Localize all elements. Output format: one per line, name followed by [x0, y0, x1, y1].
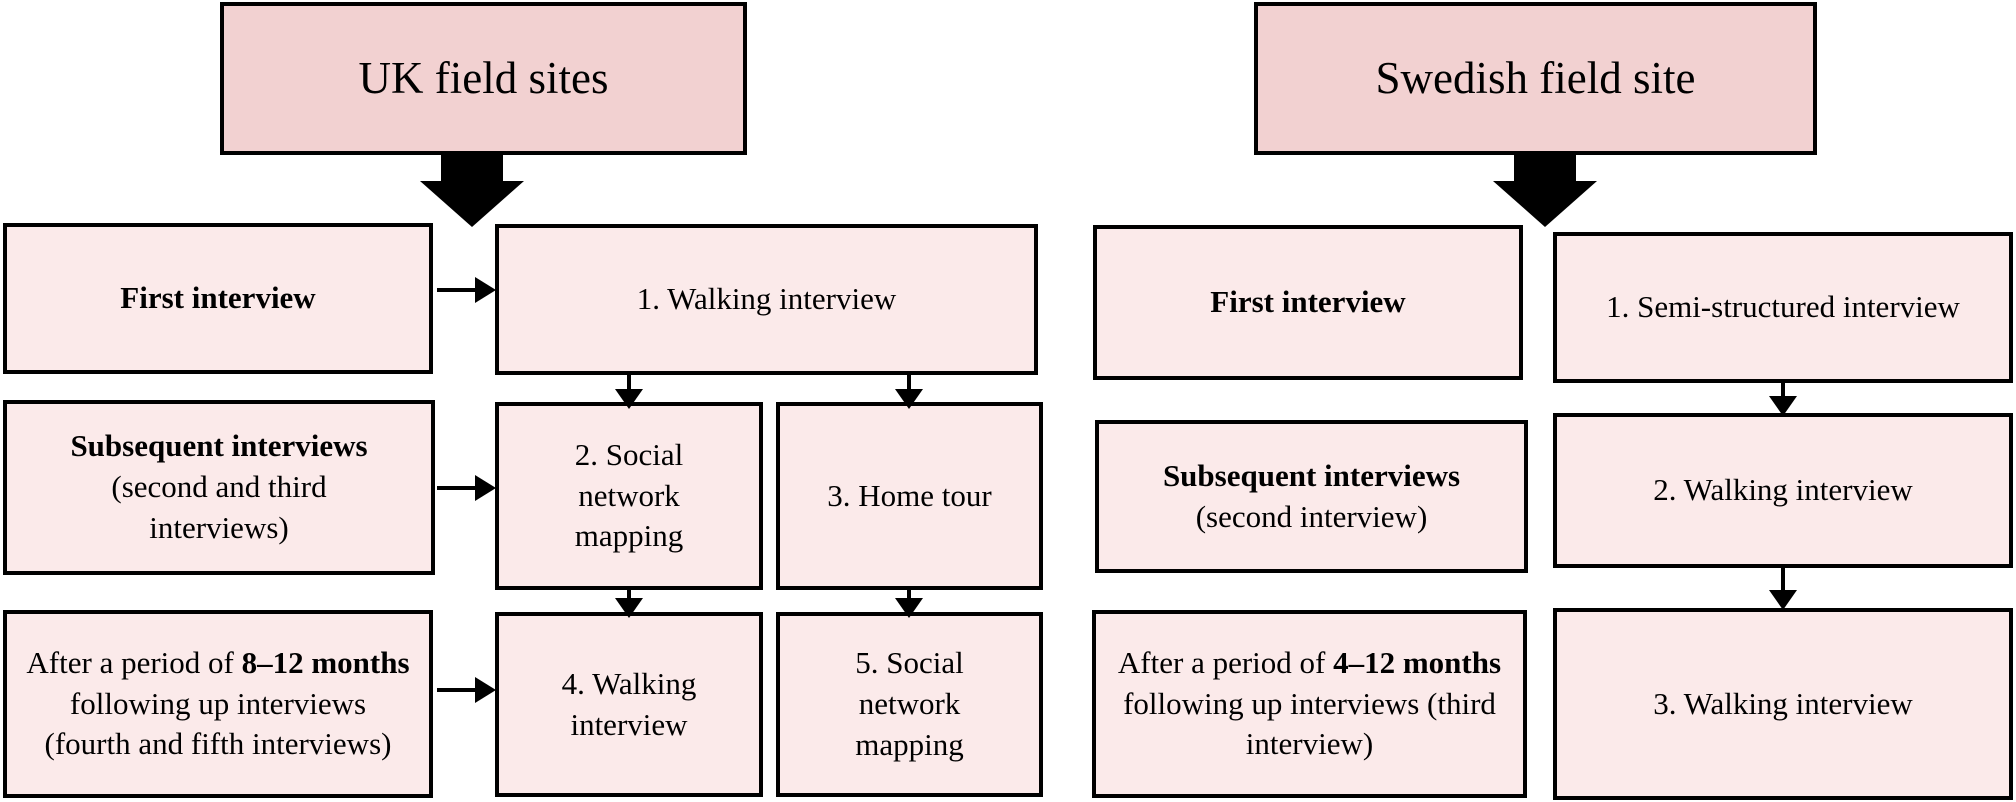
uk-right-arrow-row3-head — [475, 677, 496, 703]
uk-stage3-text-post: following up interviews (fourth and fift… — [44, 685, 392, 762]
uk-stage3-text-pre: After a period of — [26, 644, 242, 680]
sweden-down-block-arrow-stem — [1514, 153, 1576, 181]
sweden-step2-label: 2. Walking interview — [1653, 472, 1913, 508]
sweden-stage3-text-bold: 4–12 months — [1333, 644, 1502, 680]
uk-step5-label: 5. Social network mapping — [855, 645, 964, 762]
sweden-step2-walking-interview-box: 2. Walking interview — [1553, 413, 2013, 568]
uk-step4-walking-interview-box: 4. Walking interview — [495, 612, 763, 797]
uk-header-box: UK field sites — [220, 2, 747, 155]
uk-right-arrow-row2-icon — [437, 474, 496, 502]
uk-right-arrow-row2-head — [475, 475, 496, 501]
sweden-stage3-text-pre: After a period of — [1117, 644, 1334, 680]
uk-down-arrow-step3-step5-stem — [907, 590, 911, 598]
uk-right-arrow-row2-stem — [437, 486, 477, 490]
uk-right-arrow-row1-stem — [437, 288, 477, 292]
uk-down-block-arrow-stem — [441, 153, 503, 181]
uk-stage-subsequent-interviews-box: Subsequent interviews (second and third … — [3, 400, 435, 575]
sweden-step1-label: 1. Semi-structured interview — [1606, 289, 1960, 325]
uk-down-arrow-step2-step4-stem — [627, 590, 631, 598]
sweden-down-arrow-step2-step3-stem — [1781, 568, 1785, 590]
uk-stage3-text-bold: 8–12 months — [241, 644, 410, 680]
uk-down-arrow-step3-step5-icon — [895, 590, 923, 618]
sweden-header-box: Swedish field site — [1254, 2, 1817, 155]
uk-step5-social-network-mapping-box: 5. Social network mapping — [776, 612, 1043, 797]
sweden-down-arrow-step1-step2-stem — [1781, 383, 1785, 396]
sweden-down-arrow-step2-step3-head — [1769, 590, 1797, 610]
sweden-stage-followup-box: After a period of 4–12 months following … — [1092, 610, 1527, 798]
uk-stage2-detail: (second and third interviews) — [111, 469, 327, 545]
uk-down-arrow-step3-step5-head — [895, 598, 923, 618]
sweden-header-title: Swedish field site — [1375, 52, 1696, 103]
sweden-down-block-arrow-icon — [1493, 153, 1597, 227]
uk-step1-walking-interview-box: 1. Walking interview — [495, 224, 1038, 375]
uk-step4-label: 4. Walking interview — [561, 665, 697, 742]
uk-stage-followup-box: After a period of 8–12 months following … — [3, 610, 433, 798]
uk-down-arrow-step1-step3-stem — [907, 375, 911, 389]
uk-header-title: UK field sites — [358, 52, 609, 103]
sweden-step3-label: 3. Walking interview — [1653, 685, 1913, 721]
uk-stage1-label: First interview — [120, 280, 316, 316]
sweden-down-arrow-step1-step2-head — [1769, 396, 1797, 416]
uk-step1-label: 1. Walking interview — [636, 281, 897, 317]
uk-step2-social-network-mapping-box: 2. Social network mapping — [495, 402, 763, 590]
sweden-step1-semi-structured-interview-box: 1. Semi-structured interview — [1553, 232, 2013, 383]
sweden-down-arrow-step1-step2-icon — [1769, 383, 1797, 416]
uk-step2-label: 2. Social network mapping — [574, 436, 684, 554]
sweden-stage2-detail: (second interview) — [1195, 498, 1428, 534]
uk-down-arrow-step1-step3-head — [895, 389, 923, 409]
sweden-stage1-label: First interview — [1210, 284, 1406, 320]
uk-down-arrow-step1-step2-stem — [627, 375, 631, 389]
sweden-step3-walking-interview-box: 3. Walking interview — [1553, 608, 2013, 800]
uk-stage-first-interview-box: First interview — [3, 223, 433, 374]
uk-right-arrow-row3-icon — [437, 676, 496, 704]
uk-down-arrow-step2-step4-icon — [615, 590, 643, 618]
sweden-stage-subsequent-interviews-box: Subsequent interviews (second interview) — [1095, 420, 1528, 573]
sweden-stage-first-interview-box: First interview — [1093, 225, 1523, 380]
uk-down-arrow-step2-step4-head — [615, 598, 643, 618]
sweden-down-arrow-step2-step3-icon — [1769, 568, 1797, 610]
sweden-down-block-arrow-head — [1493, 181, 1597, 227]
uk-right-arrow-row1-head — [475, 277, 496, 303]
uk-step3-home-tour-box: 3. Home tour — [776, 402, 1043, 590]
uk-down-arrow-step1-step2-icon — [615, 375, 643, 409]
uk-down-block-arrow-icon — [420, 153, 524, 227]
uk-stage2-label: Subsequent interviews — [70, 428, 368, 464]
uk-down-arrow-step1-step2-head — [615, 389, 643, 409]
sweden-stage2-label: Subsequent interviews — [1162, 457, 1461, 493]
sweden-stage3-text-post: following up interviews (third interview… — [1123, 685, 1496, 762]
uk-right-arrow-row1-icon — [437, 276, 496, 304]
uk-down-arrow-step1-step3-icon — [895, 375, 923, 409]
uk-down-block-arrow-head — [420, 181, 524, 227]
uk-step3-label: 3. Home tour — [827, 477, 992, 513]
uk-right-arrow-row3-stem — [437, 688, 477, 692]
